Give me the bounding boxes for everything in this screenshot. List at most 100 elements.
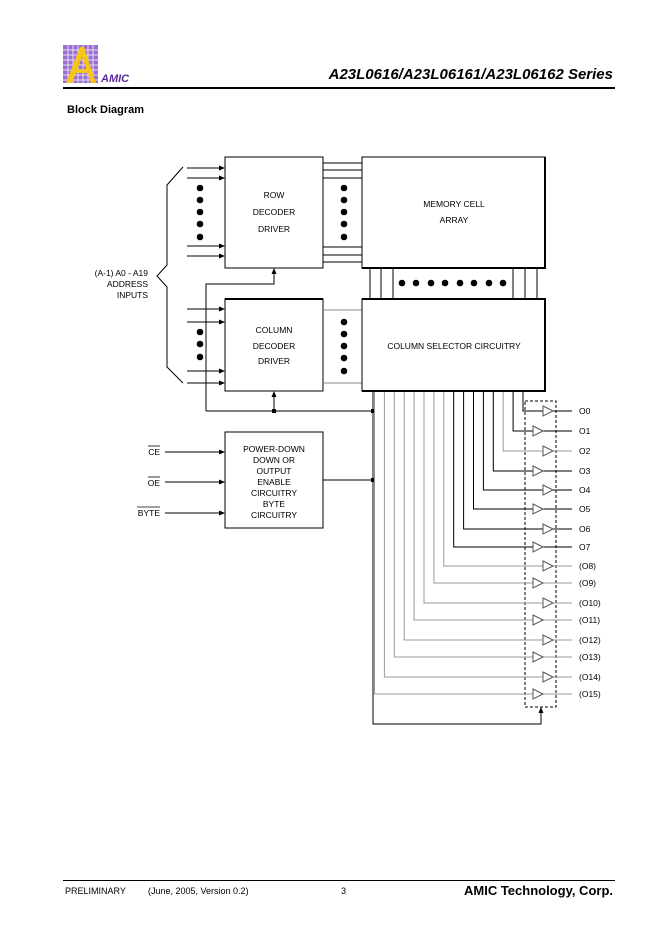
output-line <box>423 392 572 604</box>
output-buffer-triangle-icon <box>532 688 545 700</box>
amic-logo: AMIC <box>63 45 143 85</box>
control-block-label-2: DOWN OR <box>253 455 295 465</box>
output-channel-3: O3 <box>492 392 591 477</box>
output-line <box>433 392 572 584</box>
output-line <box>512 392 572 432</box>
output-line <box>492 392 572 472</box>
column-selector-label: COLUMN SELECTOR CIRCUITRY <box>387 341 521 351</box>
address-label-line-1: (A-1) A0 - A19 <box>95 268 149 278</box>
row-line-ellipsis-dots <box>340 184 348 241</box>
section-title: Block Diagram <box>67 104 145 116</box>
control-block-label-6: BYTE <box>263 499 286 509</box>
output-channel-1: O1 <box>512 392 591 437</box>
output-buffer-triangle-icon <box>532 465 545 477</box>
row-decoder-inputs <box>187 165 225 259</box>
output-label: O0 <box>579 406 591 416</box>
memory-array-label-1: MEMORY CELL <box>423 199 485 209</box>
control-block-label-1: POWER-DOWN <box>243 444 305 454</box>
column-decoder-inputs <box>187 306 225 386</box>
output-buffer-triangle-icon <box>542 560 555 572</box>
control-block-label-4: ENABLE <box>257 477 291 487</box>
output-channel-12: (O12) <box>403 392 601 646</box>
footer-status: PRELIMINARY <box>65 886 126 896</box>
output-label: (O14) <box>579 672 601 682</box>
output-label: O5 <box>579 504 591 514</box>
byte-label: BYTE <box>138 508 161 518</box>
output-channel-10: (O10) <box>423 392 601 609</box>
ce-label: CE <box>148 447 160 457</box>
bit-line-ellipsis-dots <box>398 279 507 287</box>
bit-lines <box>369 268 538 299</box>
row-decoder-label-1: ROW <box>264 190 285 200</box>
output-buffer-triangle-icon <box>542 405 555 417</box>
output-line <box>482 392 572 491</box>
output-label: (O9) <box>579 578 596 588</box>
output-label: O1 <box>579 426 591 436</box>
control-inputs: CE OE BYTE <box>137 445 225 518</box>
output-channel-13: (O13) <box>393 392 601 663</box>
header-rule <box>63 87 615 89</box>
output-label: O3 <box>579 466 591 476</box>
control-block-label-7: CIRCUITRY <box>251 510 297 520</box>
memory-cell-array-block <box>361 156 546 269</box>
output-channel-9: (O9) <box>433 392 596 589</box>
output-buffer-group <box>524 400 557 708</box>
output-buffer-triangle-icon <box>532 577 545 589</box>
output-buffer-triangle-icon <box>532 503 545 515</box>
column-input-ellipsis-dots <box>196 328 204 361</box>
row-decoder-label-3: DRIVER <box>258 224 290 234</box>
output-channel-4: O4 <box>482 392 591 496</box>
document-title: A23L0616/A23L06161/A23L06162 Series <box>328 66 613 83</box>
output-label: (O8) <box>579 561 596 571</box>
column-decoder-label-1: COLUMN <box>256 325 293 335</box>
output-channel-14: (O14) <box>383 392 601 683</box>
output-channel-11: (O11) <box>413 392 600 626</box>
row-lines <box>323 162 362 263</box>
output-label: (O15) <box>579 689 601 699</box>
row-decoder-control-line <box>205 268 277 411</box>
footer-rule <box>63 880 615 881</box>
column-line-ellipsis-dots <box>340 318 348 375</box>
power-down-control-block <box>224 431 324 529</box>
output-label: (O10) <box>579 598 601 608</box>
output-buffer-triangle-icon <box>542 597 555 609</box>
output-buffer-triangle-icon <box>532 651 545 663</box>
output-buffer-triangle-icon <box>532 541 545 553</box>
output-line <box>403 392 572 641</box>
output-enable-line <box>372 391 544 725</box>
memory-array-label-2: ARRAY <box>440 215 469 225</box>
output-line <box>383 392 572 678</box>
output-line <box>374 392 572 695</box>
output-label: (O11) <box>579 615 600 625</box>
row-decoder-label-2: DECODER <box>253 207 296 217</box>
output-label: O7 <box>579 542 591 552</box>
output-buffer-triangle-icon <box>542 671 555 683</box>
output-label: (O13) <box>579 652 601 662</box>
output-label: O4 <box>579 485 591 495</box>
column-decoder-block <box>224 298 324 392</box>
column-lines <box>323 309 362 384</box>
oe-label: OE <box>148 478 161 488</box>
output-label: (O12) <box>579 635 601 645</box>
output-buffer-triangle-icon <box>542 445 555 457</box>
column-decoder-label-2: DECODER <box>253 341 296 351</box>
output-buffer-triangle-icon <box>542 484 555 496</box>
output-buffer-triangle-icon <box>532 614 545 626</box>
output-channel-2: O2 <box>502 392 591 457</box>
output-line <box>443 392 572 567</box>
address-label-line-2: ADDRESS <box>107 279 148 289</box>
output-channel-15: (O15) <box>374 392 601 700</box>
output-buffer-triangle-icon <box>542 634 555 646</box>
control-block-label-5: CIRCUITRY <box>251 488 297 498</box>
logo-text: AMIC <box>100 73 130 85</box>
output-line <box>413 392 572 621</box>
output-channel-5: O5 <box>473 392 591 515</box>
row-input-ellipsis-dots <box>196 184 204 241</box>
footer-date-version: (June, 2005, Version 0.2) <box>148 886 249 896</box>
output-label: O6 <box>579 524 591 534</box>
output-line <box>463 392 572 530</box>
output-buffer-triangle-icon <box>532 425 545 437</box>
output-channel-0: O0 <box>522 392 591 417</box>
control-block-label-3: OUTPUT <box>257 466 292 476</box>
